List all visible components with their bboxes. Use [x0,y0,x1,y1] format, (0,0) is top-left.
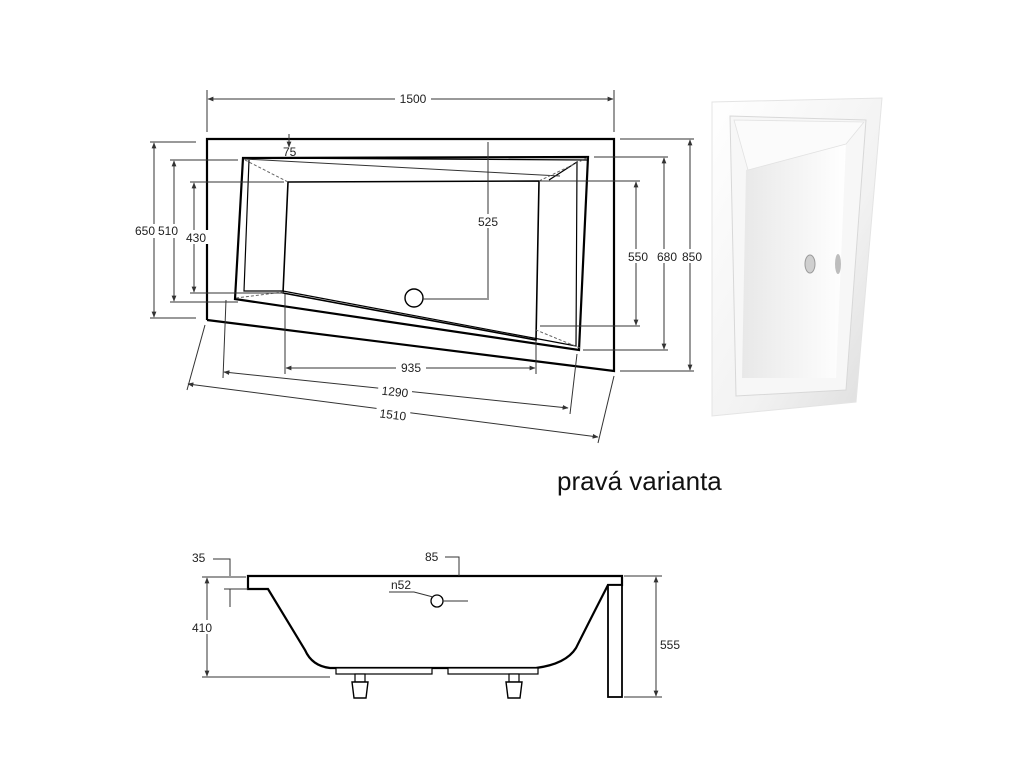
label-bg [654,249,680,263]
dim-850-label: 850 [682,250,702,264]
dim-510-label: 510 [158,224,178,238]
label-bg [375,404,411,424]
inner-basin [282,180,540,341]
foot [508,673,520,683]
dim-935-label: 935 [401,361,421,375]
slope-line [243,158,561,177]
rim-top-line [242,157,589,161]
dim-75-label: 75 [283,145,297,159]
dim-1500-label: 1500 [400,92,427,106]
foot-base [505,681,523,699]
dim-525-label: 525 [478,215,498,229]
label-bg [680,249,704,263]
label-bg [183,230,209,244]
rim-inner-line [243,159,578,347]
dim-line-35 [213,558,231,576]
drain-label: n52 [391,578,411,592]
tub-panel [607,584,623,698]
dim-85-label: 85 [425,550,439,564]
frame-rail [447,667,539,675]
label-bg [624,249,650,263]
corner-dash [535,329,581,349]
outer-shell [205,137,616,373]
dim-550-label: 550 [628,250,648,264]
ext-line [222,299,227,379]
dim-650-label: 650 [135,224,155,238]
dim-35-label: 35 [192,551,206,565]
dim-line-85 [445,556,460,576]
frame-rail [335,667,433,675]
inner-rim [233,155,590,352]
foot-base [351,681,369,699]
ext-line [186,324,206,391]
corner-dash [538,157,588,182]
corner-dash [244,159,289,183]
variant-caption: pravá varianta [557,466,722,496]
label-bg [135,224,155,238]
drain-circle [404,288,424,308]
dim-680-label: 680 [657,250,677,264]
overflow-icon [804,254,816,274]
dim-1290-label: 1290 [381,384,409,401]
dim-555-label: 555 [660,638,680,652]
ext-line [569,353,578,415]
dim-430-label: 430 [186,231,206,245]
foot [354,673,366,683]
drain-fitting-icon [835,254,841,274]
label-bg [395,91,431,105]
dim-410-label: 410 [192,621,212,635]
dim-1510-label: 1510 [379,406,408,423]
tub-back-wall [733,119,865,171]
label-bg [187,620,217,634]
side-view: n52 35 85 410 555 [187,550,680,699]
drain-leader [389,591,434,598]
product-photo [708,96,884,420]
ext-line [597,375,615,444]
tub-shell-side [246,574,624,670]
label-bg [476,214,500,228]
corner-dash [235,291,284,299]
top-view: 1500 75 525 650 510 430 550 68 [135,90,704,444]
tub-basin-floor [742,142,846,378]
label-bg [158,224,180,238]
